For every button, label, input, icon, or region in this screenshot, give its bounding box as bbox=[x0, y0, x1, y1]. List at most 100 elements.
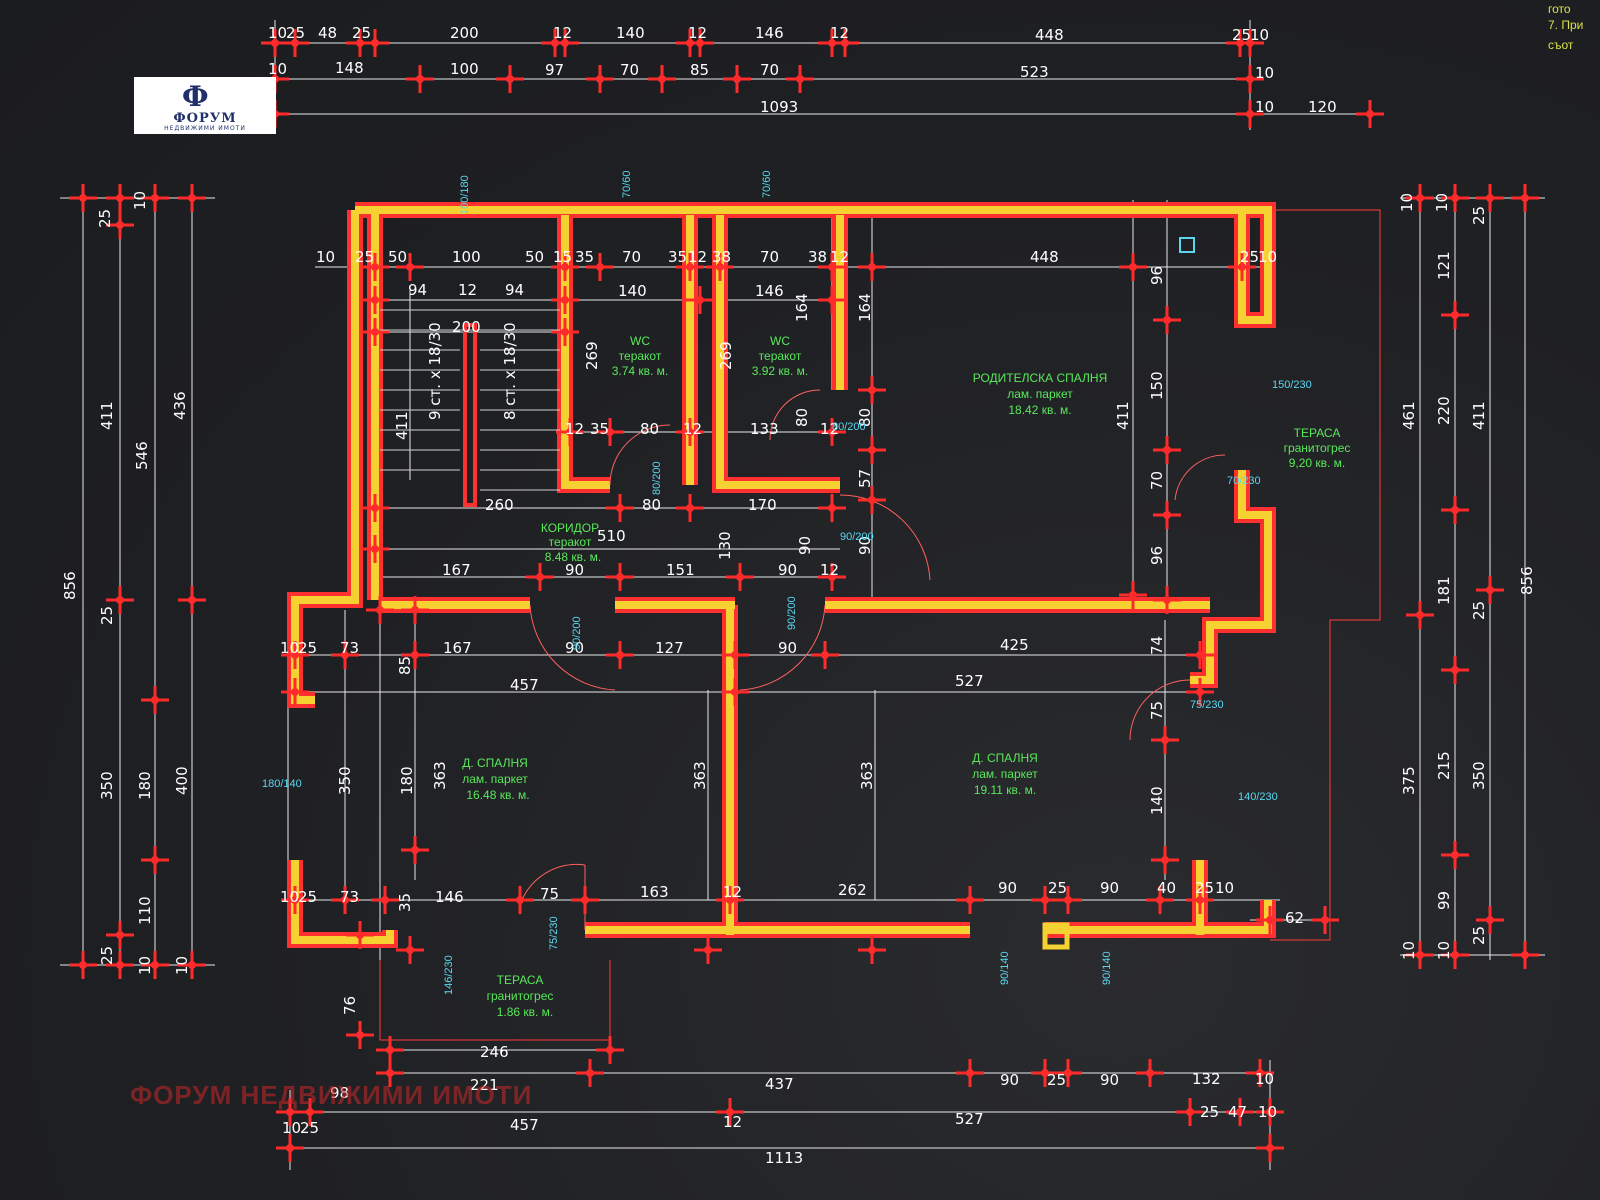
dim-label: 10 bbox=[280, 888, 299, 906]
room-area: 1.86 кв. м. bbox=[497, 1005, 554, 1019]
dim-label: 10 bbox=[1433, 193, 1451, 212]
opening-label: 75/230 bbox=[1190, 699, 1224, 711]
dim-label: 70 bbox=[620, 61, 639, 79]
dim-label: 70 bbox=[1148, 471, 1166, 490]
opening-label: 70/230 bbox=[1227, 475, 1261, 487]
dim-label: 70 bbox=[760, 248, 779, 266]
dim-label: 90 bbox=[565, 561, 584, 579]
dim-label: 527 bbox=[955, 672, 984, 690]
dim-label: 164 bbox=[793, 293, 811, 322]
dim-label: 25 bbox=[355, 248, 374, 266]
dim-label: 90 bbox=[796, 536, 814, 555]
dim-label: 38 bbox=[712, 248, 731, 266]
dim-label: 35 bbox=[590, 420, 609, 438]
dim-label: 10 bbox=[1435, 941, 1453, 960]
room-area: 8.48 кв. м. bbox=[545, 550, 602, 564]
dim-label: 25 bbox=[1240, 248, 1259, 266]
dim-label: 10 bbox=[131, 191, 149, 210]
room-name: WC bbox=[770, 334, 790, 348]
dim-label: 12 bbox=[458, 281, 477, 299]
dim-label: 457 bbox=[510, 1116, 539, 1134]
opening-label: 90/200 bbox=[571, 616, 583, 650]
dim-label: 10 bbox=[1400, 941, 1418, 960]
dim-label: 10 bbox=[173, 956, 191, 975]
dim-label: 57 bbox=[856, 469, 874, 488]
dim-label: 146 bbox=[435, 888, 464, 906]
dim-label: 12 bbox=[688, 248, 707, 266]
dim-label: 48 bbox=[318, 24, 337, 42]
dim-label: 50 bbox=[388, 248, 407, 266]
dim-label: 10 bbox=[136, 956, 154, 975]
room-finish: лам. паркет bbox=[1007, 387, 1073, 401]
room-finish: лам. паркет bbox=[462, 772, 528, 786]
dimension-labels-left: 25 411 25 350 25 10 546 180 110 10 436 4… bbox=[61, 191, 191, 975]
dim-label: 75 bbox=[1148, 701, 1166, 720]
dim-label: 94 bbox=[505, 281, 524, 299]
room-area: 9,20 кв. м. bbox=[1289, 456, 1346, 470]
dim-label: 90 bbox=[1000, 1071, 1019, 1089]
stair-note-left: 9 ст. х 18/30 bbox=[426, 322, 444, 420]
dim-label: 150 bbox=[1148, 371, 1166, 400]
room-area: 19.11 кв. м. bbox=[974, 783, 1036, 797]
dim-label: 25 bbox=[298, 888, 317, 906]
dim-label: 90 bbox=[778, 639, 797, 657]
dimension-lines bbox=[60, 20, 1545, 1170]
dim-label: 121 bbox=[1435, 251, 1453, 280]
dim-label: 411 bbox=[98, 401, 116, 430]
dim-label: 85 bbox=[396, 656, 414, 675]
dim-label: 73 bbox=[340, 639, 359, 657]
dim-label: 10 bbox=[1250, 26, 1269, 44]
dim-label: 10 bbox=[1258, 248, 1277, 266]
watermark-text: ФОРУМ НЕДВИЖИМИ ИМОТИ bbox=[130, 1080, 533, 1110]
dim-label: 25 bbox=[1232, 26, 1251, 44]
dim-label: 25 bbox=[1195, 879, 1214, 897]
dim-label: 437 bbox=[765, 1075, 794, 1093]
room-finish: гранитогрес bbox=[1284, 441, 1351, 455]
dim-label: 10 bbox=[1215, 879, 1234, 897]
dim-label: 85 bbox=[690, 61, 709, 79]
opening-label: 100/180 bbox=[459, 175, 471, 215]
dim-label: 523 bbox=[1020, 63, 1049, 81]
dim-label: 1113 bbox=[765, 1149, 803, 1167]
dim-label: 73 bbox=[340, 888, 359, 906]
dim-label: 25 bbox=[1470, 601, 1488, 620]
logo-mark: Ф bbox=[182, 80, 209, 113]
dim-label: 457 bbox=[510, 676, 539, 694]
room-area: 16.48 кв. м. bbox=[466, 788, 529, 802]
dim-label: 12 bbox=[553, 24, 572, 42]
dim-label: 10 bbox=[316, 248, 335, 266]
dim-label: 12 bbox=[723, 883, 742, 901]
dim-label: 90 bbox=[1100, 1071, 1119, 1089]
dim-label: 35 bbox=[575, 248, 594, 266]
dim-label: 90 bbox=[998, 879, 1017, 897]
room-area: 3.74 кв. м. bbox=[612, 364, 669, 378]
dimension-labels-inner-vertical: 269 269 164 164 411 96 150 70 96 80 80 5… bbox=[336, 266, 1166, 1015]
dim-label: 90 bbox=[565, 639, 584, 657]
room-name: КОРИДОР bbox=[541, 521, 599, 535]
opening-label: 80/200 bbox=[651, 461, 663, 495]
dim-label: 269 bbox=[583, 341, 601, 370]
dim-label: 127 bbox=[655, 639, 684, 657]
dim-label: 146 bbox=[755, 282, 784, 300]
dim-label: 100 bbox=[450, 60, 479, 78]
dim-label: 164 bbox=[856, 293, 874, 322]
dim-label: 25 bbox=[1200, 1103, 1219, 1121]
opening-label: 70/60 bbox=[761, 170, 773, 198]
dim-label: 151 bbox=[666, 561, 695, 579]
dim-label: 25 bbox=[1470, 926, 1488, 945]
dim-label: 163 bbox=[640, 883, 669, 901]
dim-label: 62 bbox=[1285, 909, 1304, 927]
dim-label: 12 bbox=[830, 248, 849, 266]
dim-label: 167 bbox=[443, 639, 472, 657]
room-name: ТЕРАСА bbox=[497, 973, 544, 987]
door-swings bbox=[519, 389, 1226, 930]
opening-label: 180/140 bbox=[262, 778, 302, 790]
dim-label: 25 bbox=[352, 24, 371, 42]
dim-label: 148 bbox=[335, 59, 364, 77]
dim-label: 170 bbox=[748, 496, 777, 514]
room-name: Д. СПАЛНЯ bbox=[972, 751, 1038, 765]
logo-name: ФОРУМ bbox=[173, 111, 237, 126]
room-finish: теракот bbox=[619, 349, 662, 363]
dim-label: 10 bbox=[1258, 1103, 1277, 1121]
opening-label: 140/230 bbox=[1238, 791, 1278, 803]
